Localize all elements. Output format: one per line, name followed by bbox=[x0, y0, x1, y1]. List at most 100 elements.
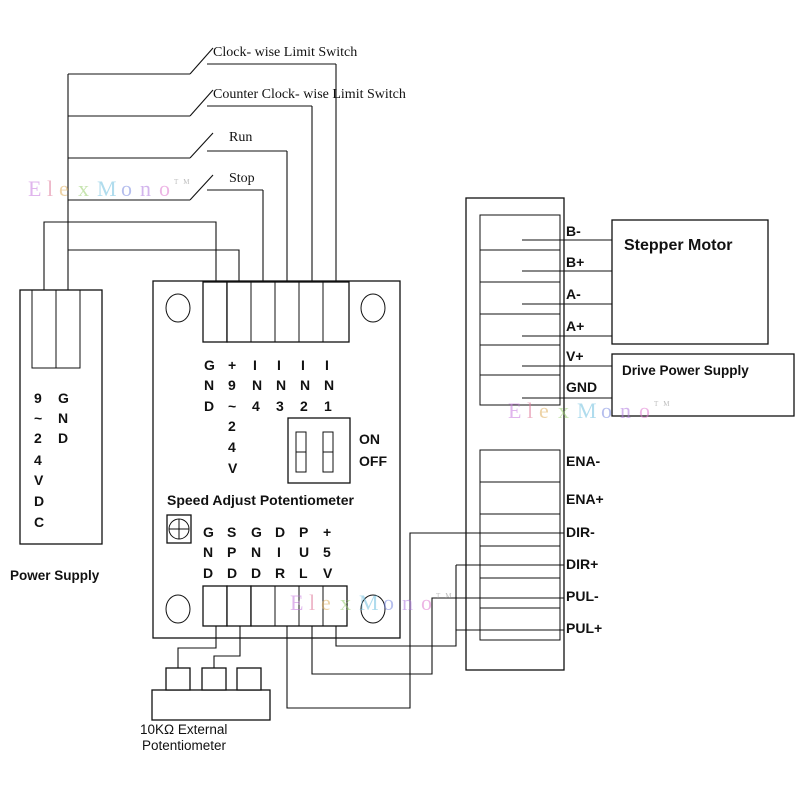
svg-text:D: D bbox=[275, 524, 285, 540]
svg-text:V: V bbox=[34, 472, 44, 488]
bottom-pin-5v: + 5 V bbox=[323, 524, 333, 581]
svg-text:N: N bbox=[252, 377, 262, 393]
svg-text:G: G bbox=[203, 524, 214, 540]
svg-text:G: G bbox=[204, 357, 215, 373]
stepper-motor-box bbox=[611, 219, 769, 345]
svg-text:N: N bbox=[300, 377, 310, 393]
top-pin-in1: I N 1 bbox=[324, 357, 334, 414]
driver-terminal-gnd: GND bbox=[566, 379, 597, 395]
svg-text:L: L bbox=[299, 565, 308, 581]
dip-off-label: OFF bbox=[359, 453, 387, 469]
svg-text:R: R bbox=[275, 565, 285, 581]
driver-terminal-pul-plus: PUL+ bbox=[566, 620, 602, 636]
watermark-letter: x bbox=[340, 590, 356, 615]
watermark-tm: TM bbox=[654, 400, 675, 408]
driver-top-terminal-block bbox=[479, 214, 561, 406]
svg-text:+: + bbox=[228, 357, 236, 373]
watermark-letter: x bbox=[78, 176, 94, 201]
svg-text:I: I bbox=[301, 357, 305, 373]
svg-text:1: 1 bbox=[324, 398, 332, 414]
svg-text:P: P bbox=[299, 524, 308, 540]
svg-text:I: I bbox=[325, 357, 329, 373]
driver-bottom-terminal-block bbox=[479, 449, 561, 641]
svg-text:~: ~ bbox=[34, 410, 42, 426]
watermark-tm: TM bbox=[436, 592, 457, 600]
watermark-letter: o bbox=[601, 398, 617, 423]
bottom-pin-spd: S P D bbox=[227, 524, 237, 581]
stepper-driver: B- B+ A- A+ V+ GND ENA- ENA+ DIR- DIR+ P… bbox=[465, 197, 604, 671]
mounting-hole-bottom-left bbox=[165, 594, 191, 624]
svg-text:2: 2 bbox=[228, 418, 236, 434]
drive-power-supply-label: Drive Power Supply bbox=[622, 363, 749, 378]
external-potentiometer bbox=[151, 626, 271, 721]
svg-text:I: I bbox=[277, 357, 281, 373]
svg-text:N: N bbox=[204, 377, 214, 393]
speed-adjust-label: Speed Adjust Potentiometer bbox=[167, 492, 355, 508]
mounting-hole-top-right bbox=[360, 293, 386, 323]
input-wires bbox=[43, 64, 337, 340]
power-supply-gnd-label: G N D bbox=[58, 390, 69, 446]
watermark-letter: M bbox=[577, 398, 602, 423]
watermark-letter: E bbox=[290, 590, 308, 615]
signal-wires bbox=[286, 532, 564, 709]
watermark-tm: TM bbox=[174, 178, 195, 186]
svg-text:4: 4 bbox=[228, 439, 236, 455]
driver-terminal-ena-plus: ENA+ bbox=[566, 491, 604, 507]
stop-switch-label: Stop bbox=[229, 171, 255, 186]
watermark-letter: o bbox=[383, 590, 399, 615]
bottom-pin-gnd-2: G N D bbox=[251, 524, 262, 581]
power-supply-voltage-label: 9 ~ 2 4 V D C bbox=[34, 390, 44, 530]
svg-text:+: + bbox=[323, 524, 331, 540]
watermark-letter: e bbox=[321, 590, 336, 615]
top-pin-gnd: G N D bbox=[204, 357, 215, 414]
watermark-letter: M bbox=[97, 176, 122, 201]
driver-terminal-b-plus: B+ bbox=[566, 254, 584, 270]
watermark-letter: M bbox=[359, 590, 384, 615]
svg-text:5: 5 bbox=[323, 544, 331, 560]
top-pin-in4: I N 4 bbox=[252, 357, 262, 414]
watermark-letter: E bbox=[508, 398, 526, 423]
watermark-letter: x bbox=[558, 398, 574, 423]
driver-terminal-dir-minus: DIR- bbox=[566, 524, 595, 540]
stepper-motor-label: Stepper Motor bbox=[624, 237, 732, 254]
counter-clockwise-limit-switch-label: Counter Clock- wise Limit Switch bbox=[213, 87, 406, 102]
drive-power-supply-box bbox=[611, 353, 795, 417]
watermark-letter: o bbox=[421, 590, 437, 615]
mounting-hole-bottom-right bbox=[360, 594, 386, 624]
svg-text:I: I bbox=[253, 357, 257, 373]
watermark-letter: l bbox=[527, 398, 538, 423]
driver-terminal-a-minus: A- bbox=[566, 286, 581, 302]
svg-text:9: 9 bbox=[228, 377, 236, 393]
external-potentiometer-body bbox=[151, 689, 271, 721]
top-terminal-block bbox=[202, 281, 350, 343]
svg-text:N: N bbox=[324, 377, 334, 393]
watermark-letter: n bbox=[402, 590, 418, 615]
watermark-letter: e bbox=[539, 398, 554, 423]
svg-text:G: G bbox=[251, 524, 262, 540]
stop-switch bbox=[68, 174, 263, 201]
watermark-letter: o bbox=[121, 176, 137, 201]
dip-on-label: ON bbox=[359, 431, 380, 447]
watermark-letter: l bbox=[309, 590, 320, 615]
driver-terminal-dir-plus: DIR+ bbox=[566, 556, 598, 572]
power-supply: 9 ~ 2 4 V D C G N D bbox=[19, 289, 103, 545]
svg-text:D: D bbox=[34, 493, 44, 509]
svg-text:N: N bbox=[203, 544, 213, 560]
svg-text:G: G bbox=[58, 390, 69, 406]
svg-text:N: N bbox=[58, 410, 68, 426]
top-pin-9-24v: + 9 ~ 2 4 V bbox=[228, 357, 238, 476]
external-potentiometer-label-line1: 10KΩ External bbox=[140, 722, 227, 737]
driver-terminal-a-plus: A+ bbox=[566, 318, 584, 334]
svg-text:2: 2 bbox=[300, 398, 308, 414]
svg-text:D: D bbox=[227, 565, 237, 581]
watermark-letter: l bbox=[47, 176, 58, 201]
stepper-driver-box bbox=[465, 197, 565, 671]
svg-text:U: U bbox=[299, 544, 309, 560]
power-supply-label: Power Supply bbox=[10, 568, 100, 583]
svg-text:D: D bbox=[251, 565, 261, 581]
